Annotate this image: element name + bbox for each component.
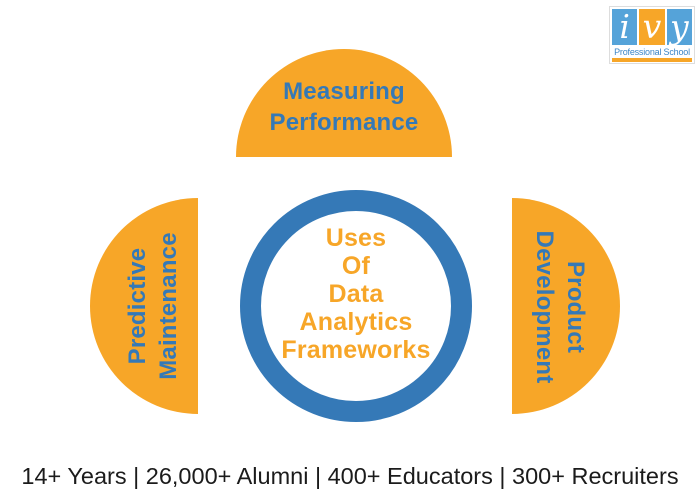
logo-letter-y-glyph: y	[669, 9, 689, 45]
label-line: Measuring	[283, 78, 405, 105]
center-title-line: Of	[341, 252, 371, 280]
logo-letter-i: i	[612, 9, 638, 45]
right-segment-label: Product Development	[525, 187, 591, 427]
label-line: Product	[562, 260, 589, 354]
top-segment-label: Measuring Performance	[236, 76, 452, 138]
center-title-line: Uses	[325, 224, 387, 252]
logo-accent-bar	[612, 58, 692, 62]
label-line: Development	[531, 230, 558, 384]
logo-letter-v: v	[639, 9, 665, 45]
center-title-line: Data	[328, 280, 384, 308]
logo-letter-i-glyph: i	[619, 9, 630, 45]
ivy-logo: i v y Professional School	[609, 6, 695, 64]
footer-stats: 14+ Years | 26,000+ Alumni | 400+ Educat…	[21, 463, 679, 489]
center-title: Uses Of Data Analytics Frameworks	[240, 224, 472, 364]
logo-letter-y: y	[666, 9, 692, 45]
label-line: Performance	[269, 109, 419, 136]
left-segment-label: Predictive Maintenance	[122, 186, 188, 426]
logo-letters: i v y	[612, 9, 692, 45]
logo-letter-v-glyph: v	[642, 9, 662, 45]
logo-subtitle: Professional School	[614, 47, 690, 57]
center-title-line: Analytics	[299, 308, 413, 336]
label-line: Maintenance	[155, 232, 182, 380]
label-line: Predictive	[124, 247, 151, 365]
center-title-line: Frameworks	[281, 336, 431, 364]
